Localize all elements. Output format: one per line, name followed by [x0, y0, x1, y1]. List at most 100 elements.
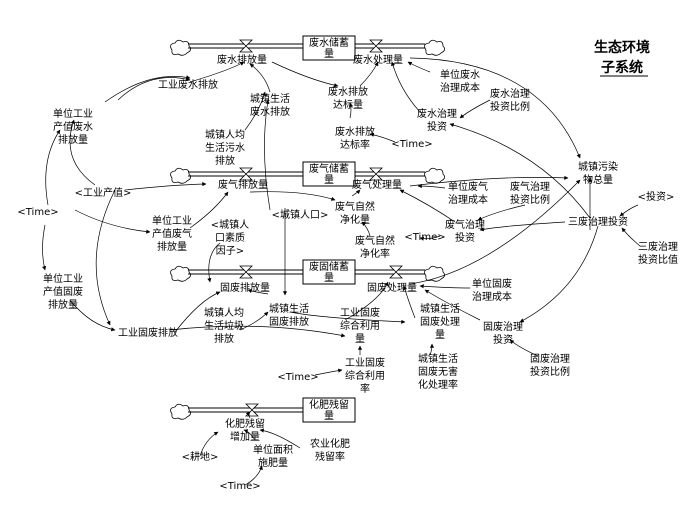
stock-label: 化肥残留	[309, 398, 349, 411]
title-line1: 生态环境	[594, 39, 650, 56]
flow-wg-treat: 废气处理量	[352, 178, 402, 191]
var-ind-sw-reuse: 综合利用	[340, 319, 380, 332]
var-wg-natural: 废气自然	[335, 200, 375, 213]
var-wg-natural-rate: 净化率	[360, 247, 390, 260]
var-wg-invest: 废气治理	[445, 218, 485, 231]
source-cloud-icon	[170, 167, 191, 184]
var-percap-sw: 排放	[214, 332, 234, 345]
var-ind-sw-reuse-rate: 率	[360, 382, 370, 395]
sink-cloud-icon	[424, 39, 445, 56]
var-three-waste-invest: 三废治理投资	[568, 215, 628, 228]
stock-label: 量	[324, 272, 334, 284]
var-sw-invest-ratio: 投资比例	[530, 365, 570, 378]
var-ww-std: 废水排放	[328, 85, 368, 98]
var-ww-std-rate: 达标率	[340, 138, 370, 151]
var-percap-sw: 生活垃圾	[204, 319, 244, 332]
valve-icon	[239, 39, 253, 53]
var-unit-sw: 单位工业	[43, 272, 83, 285]
stock-label: 量	[324, 48, 334, 60]
solidwaste-chain: 废固储蓄 量	[170, 259, 445, 285]
causal-links	[42, 57, 641, 486]
diagram-title: 生态环境 子系统	[594, 39, 650, 77]
var-unit-sw-cost: 单位固废	[472, 277, 512, 290]
source-cloud-icon	[170, 265, 191, 282]
sink-cloud-icon	[424, 265, 445, 282]
var-urban-pollution: 城镇污染	[578, 160, 618, 173]
var-unit-ww: 产值废水	[53, 120, 93, 133]
source-cloud-icon	[170, 39, 191, 56]
stock-fertilizer	[302, 397, 356, 423]
flow-sw-discharge: 固废排放量	[220, 281, 270, 294]
flow-fert-inc: 增加量	[230, 430, 260, 443]
var-urban-sw-treat: 城镇生活	[420, 302, 460, 315]
var-time: <Time>	[17, 207, 58, 218]
var-ind-sw-reuse: 工业固废	[340, 306, 380, 319]
var-ww-invest: 废水治理	[417, 107, 457, 120]
var-time: <Time>	[219, 481, 260, 492]
stock-label: 量	[324, 174, 334, 186]
var-three-waste-ratio: 三废治理	[638, 240, 678, 253]
var-urban-pop-factor: <城镇人	[211, 218, 249, 231]
var-wg-invest-ratio: 废气治理	[510, 180, 550, 193]
wastegas-chain: 废气储蓄 量	[170, 161, 445, 187]
var-ind-sw-reuse: 量	[355, 333, 365, 345]
wastewater-chain: 废水储蓄 量	[170, 35, 445, 61]
var-ww-std-rate: 废水排放	[335, 125, 375, 138]
var-sw-invest: 投资	[493, 333, 513, 346]
var-fert-residue-rate: 农业化肥	[310, 437, 350, 450]
var-percap-sw: 城镇人均	[204, 306, 244, 319]
var-urban-sw: 固废排放	[269, 315, 309, 328]
var-unit-sw-cost: 治理成本	[472, 290, 512, 303]
var-ind-sw-reuse-rate: 工业固废	[345, 356, 385, 369]
var-wg-natural: 净化量	[340, 213, 370, 226]
stock-label: 废固储蓄	[309, 260, 349, 273]
var-ind-sw-reuse-rate: 综合利用	[345, 369, 385, 382]
source-cloud-icon	[170, 403, 191, 420]
flow-wg-discharge: 废气排放量	[218, 178, 268, 191]
var-fert-residue-rate: 残留率	[315, 450, 345, 463]
var-unit-wg: 排放量	[157, 240, 187, 253]
var-time: <Time>	[277, 372, 318, 383]
var-ww-std: 达标量	[333, 99, 363, 111]
var-wg-invest-ratio: 投资比例	[510, 193, 550, 206]
var-urban-sw-rate: 化处理率	[418, 378, 458, 391]
var-percap-ww: 生活污水	[205, 141, 245, 154]
stock-label: 量	[324, 410, 334, 422]
var-urban-pop-factor: 因子>	[216, 245, 244, 257]
var-ind-sw: 工业固废排放	[118, 326, 178, 339]
var-ww-invest-ratio: 废水治理	[490, 87, 530, 100]
var-ind-output: <工业产值>	[75, 186, 132, 199]
stock-solidwaste	[302, 259, 356, 285]
var-unit-wg-cost: 单位废气	[448, 180, 488, 193]
var-ind-ww: 工业废水排放	[158, 78, 218, 91]
valve-icon	[239, 265, 253, 279]
title-line2: 子系统	[601, 59, 643, 76]
var-sw-invest-ratio: 固废治理	[530, 352, 570, 365]
var-urban-sw-rate: 城镇生活	[418, 352, 458, 365]
var-unit-sw: 排放量	[48, 298, 78, 311]
var-unit-area-fert: 单位面积	[253, 443, 293, 456]
variable-labels: 废水排放量 废水处理量 工业废水排放 单位工业 产值废水 排放量 城镇生活 废水…	[17, 53, 678, 492]
var-urban-sw-rate: 固废无害	[418, 365, 458, 378]
valve-icon	[245, 403, 259, 417]
flow-sw-treat: 固废处理量	[367, 281, 417, 294]
valve-icon	[369, 167, 383, 181]
var-urban-sw: 城镇生活	[269, 302, 309, 315]
var-urban-pop: <城镇人口>	[272, 208, 329, 221]
var-arable: <耕地>	[182, 450, 219, 463]
var-urban-pop-factor: 口素质	[215, 231, 245, 244]
fertilizer-chain: 化肥残留 量	[170, 397, 356, 423]
var-ww-invest-ratio: 投资比例	[490, 100, 530, 113]
var-urban-pollution: 物总量	[583, 173, 613, 186]
var-ww-invest: 投资	[427, 120, 447, 133]
var-percap-ww: 城镇人均	[205, 128, 245, 141]
var-urban-sw-treat: 量	[435, 329, 445, 341]
var-urban-sw-treat: 固废处理	[420, 315, 460, 328]
var-invest: <投资>	[638, 190, 675, 203]
valve-icon	[389, 265, 403, 279]
var-unit-ww-cost: 治理成本	[440, 81, 480, 94]
flow-fert-inc: 化肥残留	[225, 417, 265, 430]
stock-wastewater	[302, 35, 356, 61]
var-urban-ww: 城镇生活	[250, 92, 290, 105]
